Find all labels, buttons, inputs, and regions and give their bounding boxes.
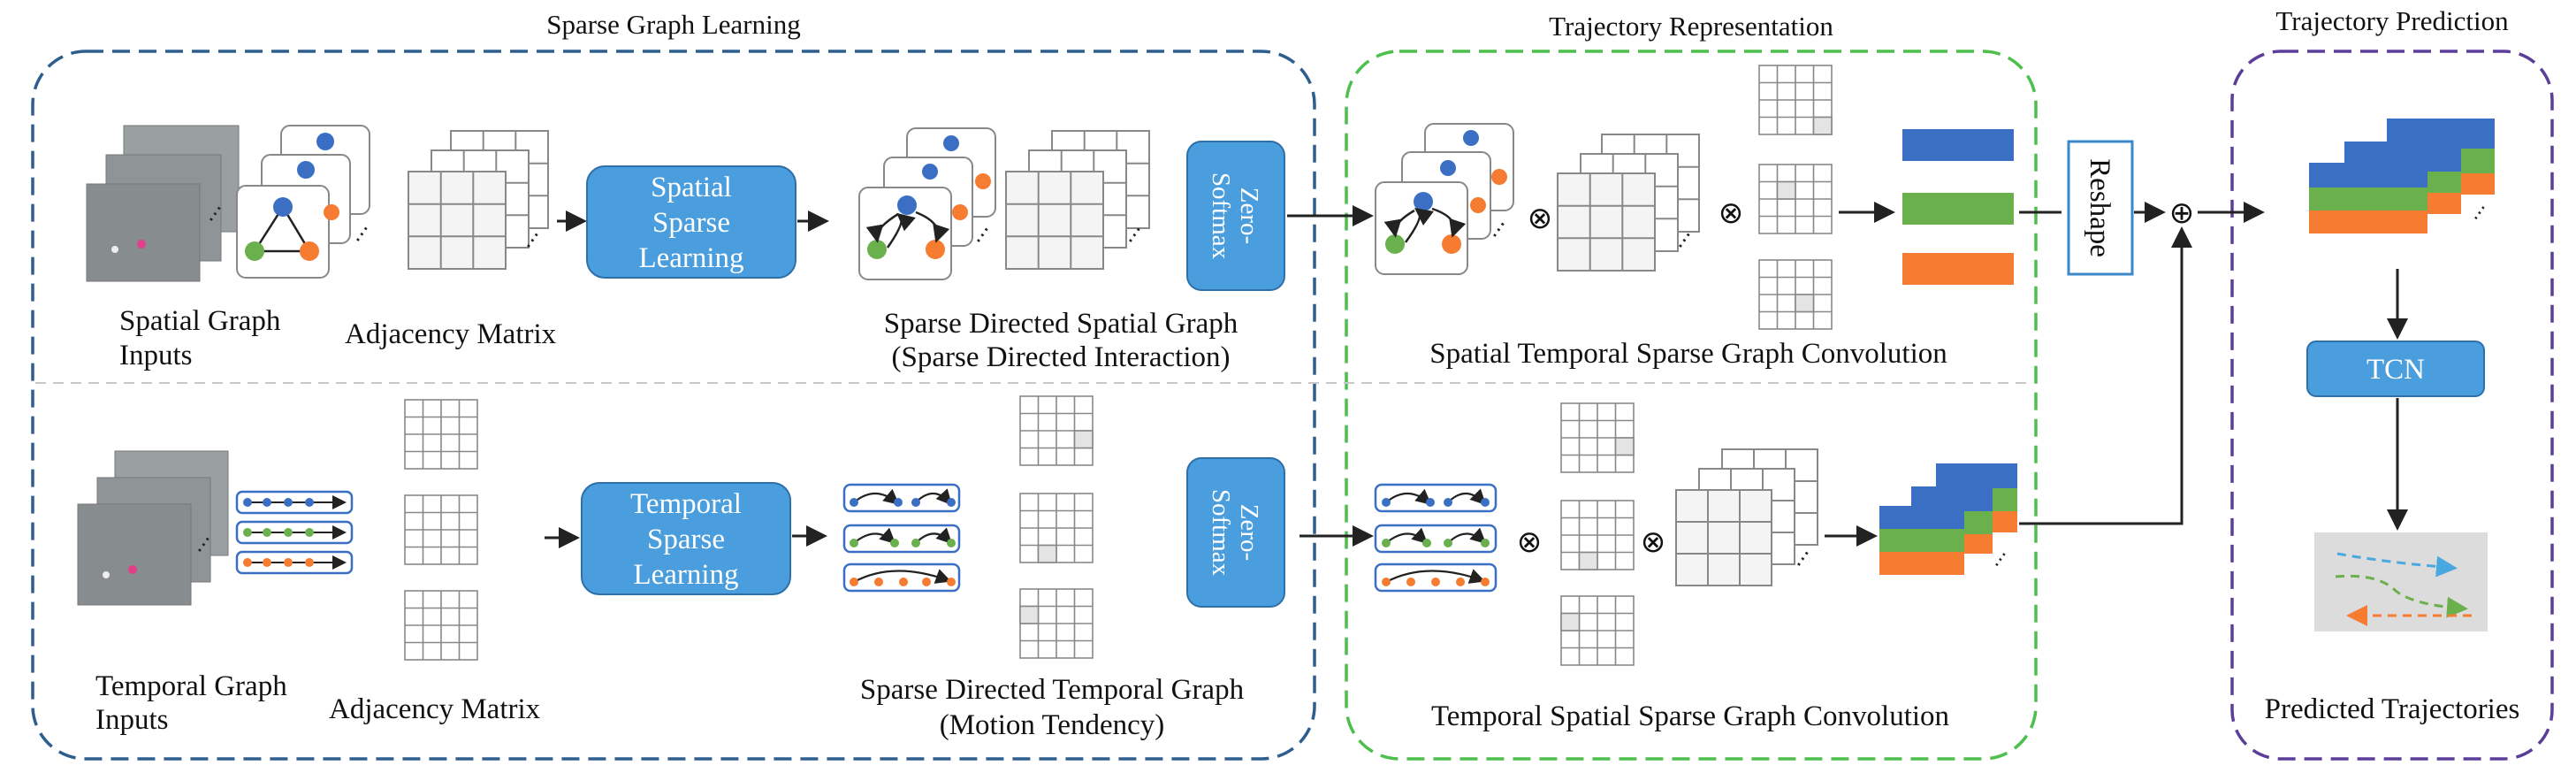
spatial-zero-softmax-block — [1186, 141, 1285, 291]
spatial-graph-label-1: Sparse Directed Spatial Graph — [884, 308, 1238, 340]
title-sparse-graph-learning: Sparse Graph Learning — [546, 9, 801, 40]
spatial-learning-line1: Spatial — [651, 172, 732, 203]
spatial-softmax-line1: Zero- — [1235, 188, 1263, 244]
temporal-product-op-1: ⊗ — [1517, 524, 1543, 560]
feature-bar-blue — [1902, 129, 2014, 161]
temporal-product-op-2: ⊗ — [1641, 524, 1666, 560]
spatial-softmax-line2: Softmax — [1207, 172, 1235, 260]
trajectory-prediction-box — [2230, 50, 2554, 761]
sparse-directed-spatial-graph: ... — [858, 127, 996, 280]
temporal-adjacency-matrices — [404, 399, 478, 661]
temporal-conv-adjacency: ... — [1675, 448, 1818, 586]
sparse-directed-temporal-graph — [842, 483, 961, 593]
representation-spatial-adjacency: ... — [1557, 134, 1700, 272]
temporal-inputs-label-2: Inputs — [95, 704, 169, 736]
spatial-input-photos: ... — [86, 125, 240, 282]
spatial-product-op-1: ⊗ — [1528, 201, 1553, 236]
prediction-feature-tensor: ... — [2309, 119, 2495, 233]
spatial-graph-cards: ... — [236, 125, 373, 279]
sparse-graph-learning-box — [31, 50, 1316, 761]
reshape-label: Reshape — [2084, 158, 2115, 257]
trajectory-representation-box — [1345, 50, 2038, 761]
spatial-adjacency-matrix: ... — [408, 130, 549, 270]
temporal-inputs-label-1: Temporal Graph — [95, 670, 287, 702]
reshape-block — [2067, 140, 2134, 276]
representation-spatial-graph-cards: ... — [1375, 123, 1514, 275]
spatial-adjacency-label: Adjacency Matrix — [345, 318, 557, 350]
temporal-input-photos: ... — [77, 450, 229, 606]
temporal-softmax-line2: Softmax — [1207, 489, 1235, 577]
svg-text:...: ... — [2461, 196, 2490, 225]
spatial-inputs-label-2: Inputs — [119, 340, 193, 371]
representation-temporal-graph — [1374, 483, 1498, 593]
temporal-graph-label-1: Sparse Directed Temporal Graph — [860, 674, 1245, 706]
temporal-convolution-label: Temporal Spatial Sparse Graph Convolutio… — [1431, 700, 1949, 732]
predicted-trajectories-label: Predicted Trajectories — [2265, 693, 2520, 725]
spatial-convolution-label: Spatial Temporal Sparse Graph Convolutio… — [1429, 338, 1947, 370]
title-trajectory-representation: Trajectory Representation — [1549, 11, 1833, 42]
spatial-inputs-label-1: Spatial Graph — [119, 305, 281, 337]
tcn-block — [2306, 341, 2485, 397]
sparse-temporal-adjacency — [1019, 395, 1094, 659]
temporal-weight-matrices — [1560, 402, 1635, 666]
predicted-trajectories-plot — [2314, 532, 2488, 631]
title-trajectory-prediction: Trajectory Prediction — [2275, 5, 2509, 36]
spatial-product-op-2: ⊗ — [1719, 195, 1744, 231]
temporal-softmax-line1: Zero- — [1235, 504, 1263, 561]
sparse-spatial-adjacency: ... — [1005, 130, 1150, 270]
temporal-feature-tensor: ... — [1879, 463, 2017, 575]
temporal-graph-label-2: (Motion Tendency) — [940, 709, 1165, 741]
spatial-sparse-learning-block — [586, 165, 796, 279]
temporal-learning-line2: Sparse — [647, 524, 725, 555]
tcn-label: TCN — [2366, 354, 2425, 386]
spatial-weight-matrices — [1758, 65, 1833, 330]
spatial-learning-line3: Learning — [638, 242, 743, 274]
sum-operator: ⊕ — [2169, 195, 2195, 231]
temporal-input-sequences — [235, 490, 354, 575]
temporal-adjacency-label: Adjacency Matrix — [329, 693, 541, 725]
spatial-learning-line2: Sparse — [652, 207, 730, 239]
temporal-learning-line3: Learning — [633, 559, 738, 591]
spatial-graph-label-2: (Sparse Directed Interaction) — [892, 341, 1231, 373]
feature-bar-orange — [1902, 253, 2014, 285]
temporal-learning-line1: Temporal — [630, 488, 742, 520]
temporal-zero-softmax-block — [1186, 457, 1285, 608]
feature-bar-green — [1902, 193, 2014, 225]
temporal-sparse-learning-block — [581, 482, 791, 595]
